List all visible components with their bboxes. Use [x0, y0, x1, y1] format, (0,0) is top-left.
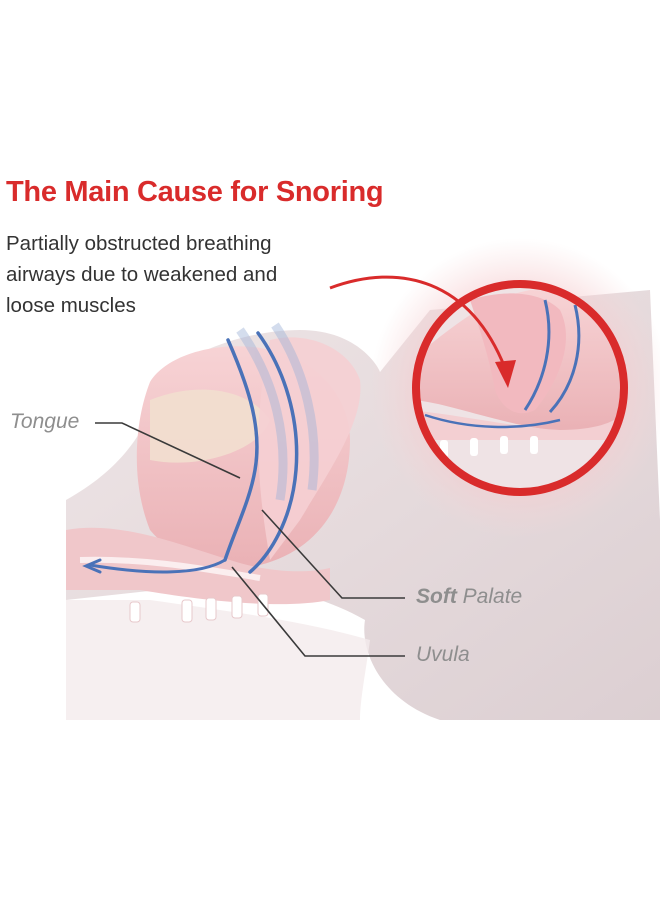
description-line: airways due to weakened and	[6, 263, 278, 286]
description-line: Partially obstructed breathing	[6, 232, 272, 255]
red-arrow	[329, 275, 516, 388]
page-title: The Main Cause for Snoring	[6, 176, 384, 208]
tongue-label: Tongue	[10, 410, 80, 433]
soft-palate-label-rest: Palate	[456, 585, 523, 608]
teeth	[129, 593, 269, 623]
zoom-circle	[412, 280, 628, 496]
soft-palate-label: Soft Palate	[416, 585, 522, 609]
description: Partially obstructed breathing airways d…	[6, 228, 306, 321]
airflow-lines	[82, 331, 299, 574]
zoomed-airway	[418, 286, 622, 490]
description-line: loose muscles	[6, 294, 136, 317]
uvula-label: Uvula	[416, 643, 470, 666]
soft-palate-leader-line	[261, 509, 405, 599]
airflow-glow	[236, 322, 319, 501]
soft-palate-label-bold: Soft	[416, 585, 457, 608]
uvula-leader-line	[231, 566, 405, 657]
mouth-tissue	[66, 337, 361, 605]
tongue-leader-line	[95, 422, 241, 479]
leader-lines	[95, 422, 405, 657]
